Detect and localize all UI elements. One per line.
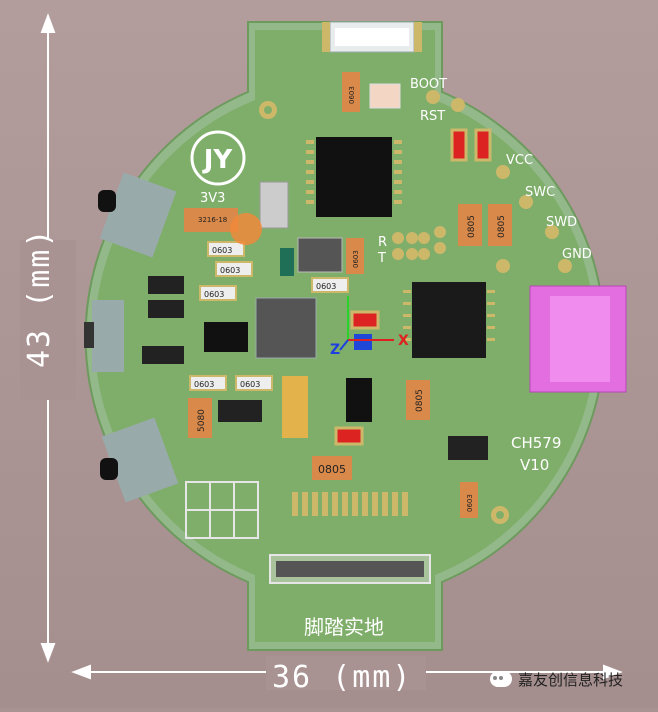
silk-gnd: GND [562,247,592,262]
label-0603-top: 0603 [348,86,356,104]
label-0603-center: 0603 [352,250,360,268]
battery-pad [185,481,259,539]
side-button-middle [84,300,124,372]
dim-v-bg [20,240,76,400]
silk-swd: SWD [546,215,577,230]
axis-x-label: X [398,333,409,349]
label-0603-6: 0603 [316,282,336,291]
tantalum-cap [282,376,308,438]
inductor [255,297,317,359]
silk-boot: BOOT [410,77,447,92]
led-red-4 [334,426,364,446]
resistor-0603-1 [207,241,245,257]
small-ic-1 [346,378,372,422]
axis-gizmo: X Z [330,296,409,358]
small-ic-2 [218,400,262,422]
main-chip-2 [412,282,486,358]
height-dimension-label: 43 (mm) [22,227,57,368]
led-red-2 [474,128,492,162]
silk-rst: RST [420,109,445,124]
soic-chip [204,322,248,352]
label-0603-3: 0603 [204,290,224,299]
small-ic-4 [142,346,184,364]
wechat-icon [490,671,512,687]
silk-swc: SWC [525,185,555,200]
silk-t: T [377,251,386,266]
silk-r: R [378,235,387,250]
capacitor-5080 [188,398,212,438]
label-0805-d: 0805 [318,463,346,476]
label-0603-1: 0603 [212,246,232,255]
fpc-pads [292,492,408,516]
side-button-bottom [100,417,179,503]
watermark-text: 嘉友创信息科技 [518,670,624,689]
dim-h-bg [266,656,426,690]
highlight-marker [230,213,262,245]
capacitor-0805-a [458,204,482,246]
silk-3v3: 3V3 [200,191,225,206]
mcu-chip [316,137,392,217]
capacitor-3216 [184,208,238,232]
led-red-3 [350,310,380,330]
board-name: CH579 [511,434,561,452]
component-blue [354,334,372,350]
label-0805-b: 0805 [497,215,507,238]
capacitor-0603-bottom [460,482,478,518]
label-3216: 3216-18 [198,216,227,224]
axis-z-label: Z [330,342,340,358]
board-version: V10 [520,456,549,474]
watermark: 嘉友创信息科技 [490,666,650,692]
label-0603-bottom: 0603 [466,494,474,512]
capacitor-0805-d [312,456,352,480]
led-red-1 [450,128,468,162]
label-0805-a: 0805 [467,215,477,238]
label-0805-c: 0805 [415,389,425,412]
capacitor-0603-top [342,72,360,112]
crystal [259,181,289,229]
silk-vcc: VCC [506,153,533,168]
label-5080: 5080 [197,409,207,432]
label-0603-4: 0603 [194,380,214,389]
logo-text: JY [202,145,234,175]
capacitor-0805-b [488,204,512,246]
component-teal [280,248,294,276]
regulator-chip [297,237,343,273]
side-button-top [98,172,177,258]
width-dimension-label: 36 (mm) [272,660,413,695]
jy-logo: JY [190,130,246,186]
boot-button [369,83,401,109]
test-pad-group [259,90,572,524]
capacitor-0603-center [346,238,364,274]
label-0603-5: 0603 [240,380,260,389]
label-0603-2: 0603 [220,266,240,275]
small-ic-3 [448,436,488,460]
footer-label: 脚踏实地 [304,615,384,639]
capacitor-0805-c [406,380,430,420]
